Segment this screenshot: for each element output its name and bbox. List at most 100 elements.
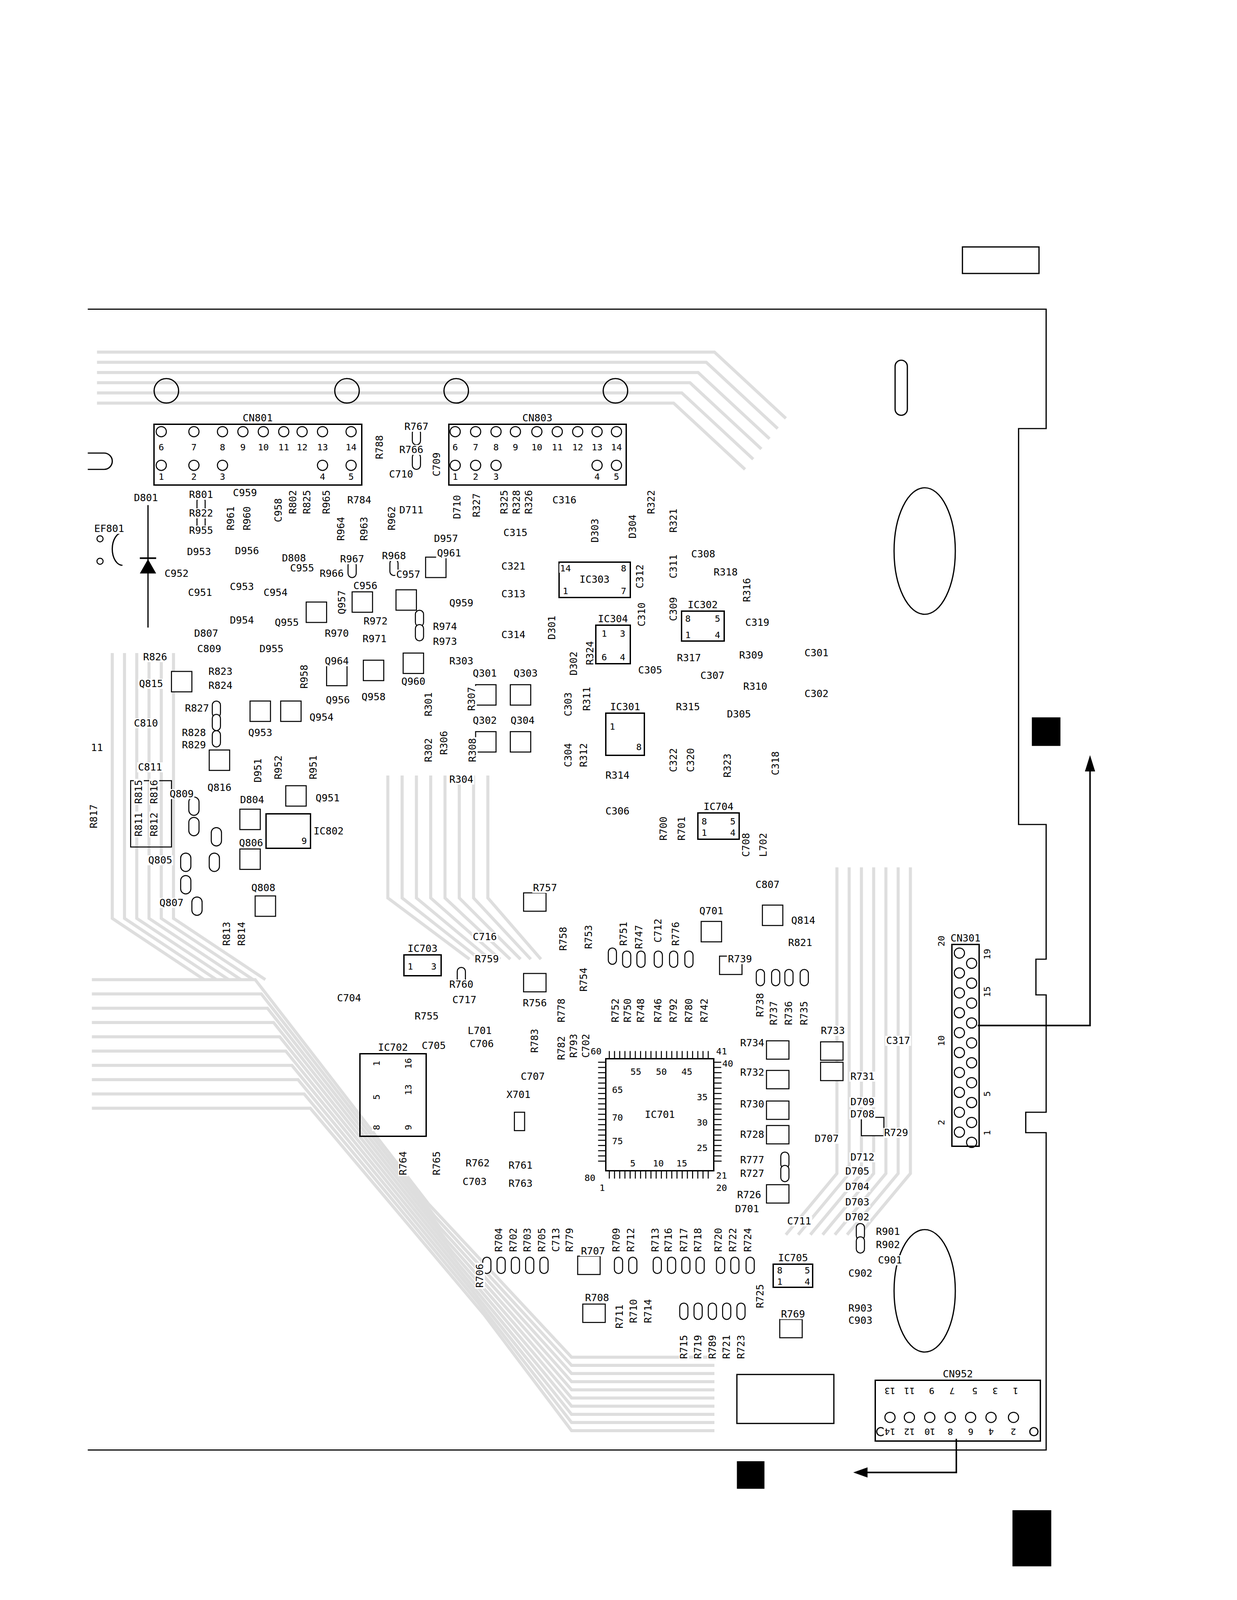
ic-pin — [598, 1082, 606, 1084]
part-label: L701 — [466, 1026, 493, 1037]
ic-pin — [655, 1171, 657, 1179]
part-label: R303 — [448, 656, 475, 667]
ic-pin — [697, 1051, 699, 1059]
resistor-outline — [539, 1257, 548, 1274]
part-label: R958 — [299, 663, 310, 690]
part-label: R902 — [875, 1240, 901, 1251]
pin-pad — [297, 426, 308, 438]
part-label: R728 — [739, 1129, 766, 1140]
pin-number: 6 — [157, 442, 165, 452]
pin-number: 4 — [593, 472, 601, 482]
resistor-outline — [667, 1257, 676, 1274]
trace-line — [444, 775, 511, 960]
ic-pin — [624, 1051, 626, 1059]
part-label: R708 — [584, 1293, 611, 1304]
pin-number: 1 — [700, 828, 708, 838]
part-label: R712 — [625, 1227, 636, 1253]
resistor-array — [820, 1041, 844, 1061]
transistor-outline — [475, 684, 497, 706]
ic-pin — [629, 1051, 631, 1059]
resistor-outline — [622, 951, 631, 968]
ic-pin — [714, 1093, 722, 1095]
resistor-array — [766, 1070, 790, 1090]
part-label: C716 — [471, 932, 498, 943]
ic-pin — [598, 1067, 606, 1069]
part-label: C302 — [803, 689, 830, 700]
part-label: R328 — [511, 489, 522, 516]
pin-number: 20 — [715, 1183, 729, 1193]
part-label: R311 — [581, 686, 592, 713]
ic-pin — [714, 1139, 722, 1141]
pin-pad — [346, 460, 357, 471]
pin-pad — [884, 1412, 896, 1423]
trace-line — [92, 1065, 715, 1407]
pin-number: 7 — [471, 442, 480, 452]
pad-outline — [188, 796, 200, 816]
pin-number: 15 — [982, 985, 992, 999]
pin-number: 8 — [492, 442, 500, 452]
transistor-outline — [171, 671, 192, 693]
ic-pin — [714, 1150, 722, 1152]
resistor-outline — [415, 624, 424, 641]
ic-pin — [598, 1093, 606, 1095]
part-label: R778 — [556, 997, 567, 1024]
ic-pin — [598, 1061, 606, 1063]
ic-pin — [614, 1171, 616, 1179]
ic-pin — [714, 1067, 722, 1069]
part-label: R710 — [628, 1298, 639, 1325]
resistor-outline — [608, 948, 617, 965]
part-label: R730 — [739, 1099, 766, 1110]
part-label: Q808 — [250, 883, 277, 894]
resistor-array — [523, 973, 547, 993]
part-label: R789 — [707, 1334, 718, 1361]
part-label: R725 — [755, 1283, 766, 1310]
pin-number: 7 — [190, 442, 198, 452]
part-label: R719 — [693, 1334, 704, 1361]
part-label: R314 — [604, 770, 631, 781]
pin-number: 11 — [550, 442, 564, 452]
pin-pad — [531, 426, 543, 438]
reference-designator: CN952 — [942, 1369, 974, 1380]
part-label: Q960 — [400, 676, 427, 687]
trace-line — [459, 775, 521, 960]
trace-line — [430, 775, 501, 960]
part-label: R776 — [670, 920, 681, 947]
part-label: D808 — [281, 553, 308, 564]
part-label: C710 — [388, 469, 415, 480]
part-label: C702 — [581, 1033, 592, 1060]
part-label: R761 — [507, 1160, 534, 1171]
part-label: R734 — [739, 1038, 766, 1049]
pin-number: 7 — [620, 586, 628, 596]
component-outline: CN301 — [951, 943, 980, 1148]
pin-number: 13 — [316, 442, 329, 452]
pin-number: 3 — [430, 962, 438, 972]
pin-number: 11 — [277, 442, 290, 452]
part-label: R762 — [464, 1158, 491, 1169]
pin-number: 16 — [403, 1056, 413, 1070]
part-label: R309 — [738, 650, 765, 661]
trace-line — [859, 867, 911, 1236]
part-label: R312 — [578, 742, 589, 769]
part-label: C902 — [847, 1268, 874, 1279]
part-label: C959 — [232, 488, 259, 499]
part-label: R753 — [583, 924, 594, 950]
part-label: R970 — [323, 628, 350, 639]
part-label: C313 — [500, 589, 527, 600]
part-label: R736 — [783, 1000, 794, 1027]
part-label: R825 — [302, 489, 313, 516]
pin-number: 11 — [903, 1386, 916, 1396]
ic-pin — [598, 1114, 606, 1115]
part-label: D709 — [849, 1097, 876, 1108]
pin-number: 10 — [530, 442, 543, 452]
part-label: R723 — [736, 1334, 747, 1361]
trace-line — [92, 1051, 715, 1399]
ic-pin — [714, 1119, 722, 1120]
pin-number: 60 — [589, 1046, 603, 1057]
ic-pin — [624, 1171, 626, 1179]
ic-pin — [686, 1051, 688, 1059]
marker-squares — [737, 717, 1061, 1567]
resistor-array — [577, 1256, 601, 1276]
part-label: Q814 — [790, 915, 817, 926]
part-label: R967 — [339, 554, 366, 565]
pin-number: 12 — [903, 1427, 916, 1437]
